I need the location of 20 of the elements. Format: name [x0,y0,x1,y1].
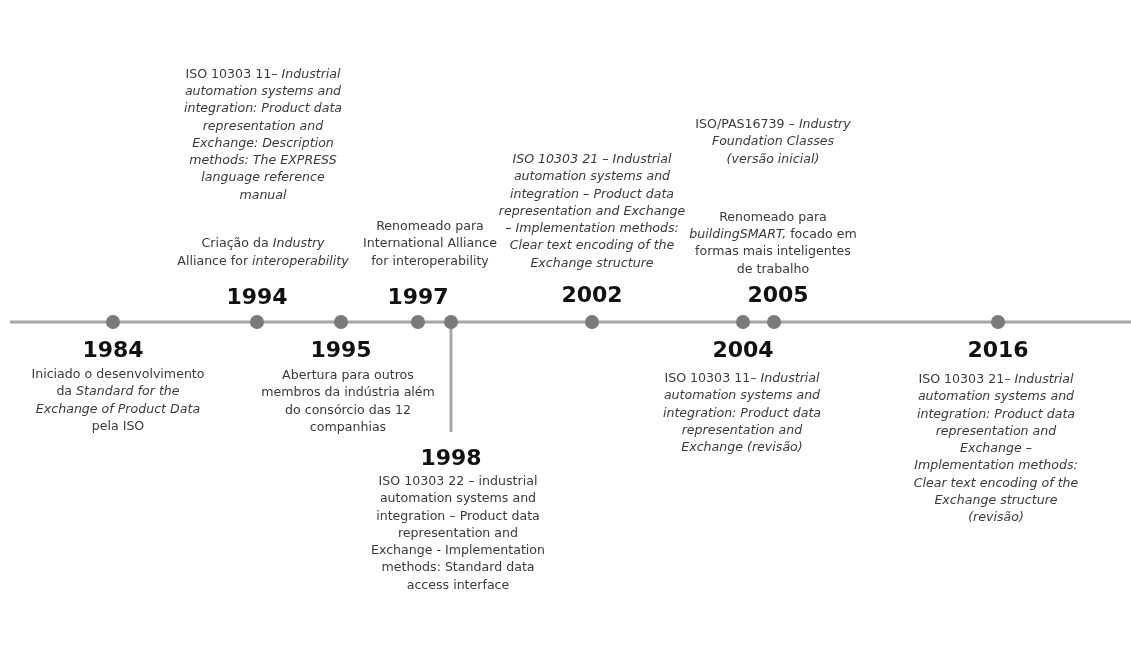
year-label: 2002 [560,282,624,308]
event-description: Criação da Industry Alliance for interoperability [177,234,349,269]
event-description: ISO 10303 11– Industrial automation systems and integration: Product data representation and Exchange (revisão) [661,369,823,456]
event-description: ISO/PAS16739 – Industry Foundation Classes (versão inicial) [694,115,852,167]
event-description: Iniciado o desenvolvimento da Standard for the Exchange of Product Data pela ISO [30,365,206,435]
year-label: 2016 [966,337,1030,363]
event-description: Renomeado para buildingSMART, focado em formas mais inteligentes de trabalho [688,207,858,277]
event-description: ISO 10303 21 – Industrial automation systems and integration – Product data representation and Exchange – Implementation methods: Clear text encoding of the Exchange structure [497,149,687,271]
year-label: 1998 [419,445,483,471]
year-label: 1984 [81,337,145,363]
event-description: Renomeado para International Alliance for interoperability [362,217,498,269]
year-label: 1994 [225,284,289,310]
event-description: ISO 10303 21– Industrial automation systems and integration: Product data representation and Exchange – Implementation methods: Clear text encoding of the Exchange structure (revisão) [912,370,1080,526]
year-label: 2005 [746,282,810,308]
event-description: Abertura para outros membros da indústria além do consórcio das 12 companhias [260,366,436,436]
year-label: 1997 [386,284,450,310]
year-label: 2004 [711,337,775,363]
event-description: ISO 10303 22 – industrial automation systems and integration – Product data representation and Exchange - Implementation methods: Standard data access interface [369,472,547,594]
year-label: 1995 [309,337,373,363]
event-description: ISO 10303 11– Industrial automation systems and integration: Product data representation and Exchange: Description methods: The EXPRESS language reference manual [182,64,344,203]
